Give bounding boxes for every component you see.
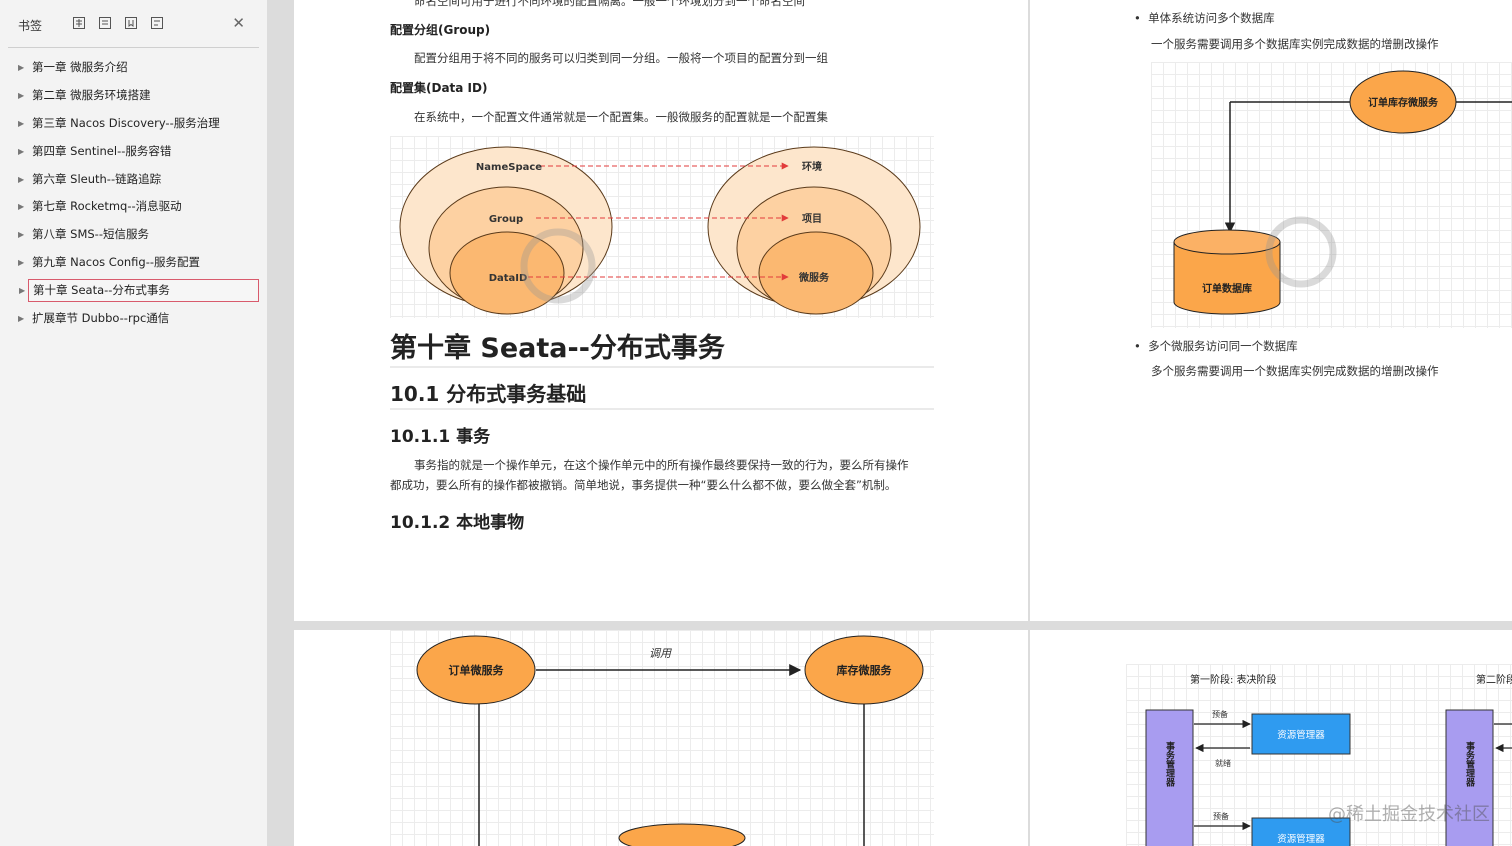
chevron-right-icon[interactable]: ▶: [18, 202, 25, 212]
chapter-title: 第十章 Seata--分布式事务: [390, 333, 725, 364]
chevron-right-icon[interactable]: ▶: [18, 63, 25, 72]
document-viewer[interactable]: 命名空间可用于进行不同环境的配置隔离。一般一个环境划分到一个命名空间 配置分组(…: [268, 0, 1512, 846]
config-diagram-svg: NameSpace Group DataID 环境 项目 微服务: [399, 146, 921, 315]
edge-label: 预备: [1212, 709, 1228, 719]
bullet-label: 单体系统访问多个数据库: [1148, 11, 1275, 25]
document-page: 命名空间可用于进行不同环境的配置隔离。一般一个环境划分到一个命名空间 配置分组(…: [294, 0, 1028, 621]
edge-label: 调用: [649, 647, 672, 660]
node-label: 资源管理器: [1277, 833, 1325, 845]
bookmark-item[interactable]: ▶第八章 SMS--短信服务: [18, 223, 259, 246]
single-system-diagram-svg: 订单库存微服务 订单数据库: [1173, 70, 1512, 315]
bullet-icon: •: [1134, 339, 1149, 353]
bookmark-item[interactable]: ▶第一章 微服务介绍: [18, 56, 259, 79]
diagram-label: DataID: [489, 273, 528, 284]
node-label: 订单微服务: [449, 663, 505, 677]
node-label: 事务管理器: [1164, 740, 1176, 787]
edge-label: 预备: [1213, 811, 1229, 821]
node-label: 库存微服务: [837, 663, 893, 677]
section-heading: 配置集(Data ID): [390, 81, 488, 95]
diagram-label: NameSpace: [476, 162, 542, 173]
bookmark-item[interactable]: ▶第三章 Nacos Discovery--服务治理: [18, 112, 259, 135]
paragraph-text: 都成功，要么所有的操作都被撤销。简单地说，事务提供一种“要么什么都不做，要么做全…: [390, 478, 897, 492]
bookmark-item[interactable]: ▶扩展章节 Dubbo--rpc通信: [18, 307, 259, 330]
document-page: 第一阶段: 表决阶段 第二阶段 事务管理器 资源管理器 资源管理器 预备 就绪 …: [1030, 630, 1512, 846]
bookmark-item[interactable]: ▶第四章 Sentinel--服务容错: [18, 140, 259, 163]
add-bookmark-icon[interactable]: [124, 16, 138, 30]
bookmark-panel: 书签 ✕ ▶第一章 微服务介绍 ▶第二章 微服务环境搭建 ▶第三章 Nacos …: [0, 0, 268, 846]
bullet-icon: •: [1134, 11, 1149, 25]
subsection-title: 10.1.1 事务: [390, 427, 491, 447]
divider: [390, 366, 934, 368]
bookmark-panel-header: 书签 ✕: [8, 0, 259, 48]
bookmark-item[interactable]: ▶第六章 Sleuth--链路追踪: [18, 168, 259, 191]
two-phase-commit-diagram-svg: 第一阶段: 表决阶段 第二阶段 事务管理器 资源管理器 资源管理器 预备 就绪 …: [1145, 673, 1512, 846]
watermark-text: @稀土掘金技术社区: [1328, 804, 1490, 825]
paragraph-text: 一个服务需要调用多个数据库实例完成数据的增删改操作: [1151, 37, 1439, 51]
subsection-title: 10.1.2 本地事物: [390, 513, 525, 533]
service-call-diagram: 订单微服务 库存微服务 调用: [390, 630, 934, 846]
diagram-label: Group: [489, 214, 523, 225]
chevron-right-icon[interactable]: ▶: [19, 286, 26, 296]
close-icon[interactable]: ✕: [232, 14, 245, 32]
two-phase-commit-diagram: 第一阶段: 表决阶段 第二阶段 事务管理器 资源管理器 资源管理器 预备 就绪 …: [1126, 664, 1512, 846]
bullet-text: • 多个微服务访问同一个数据库: [1134, 338, 1298, 354]
bullet-label: 多个微服务访问同一个数据库: [1148, 339, 1298, 353]
paragraph-text: 命名空间可用于进行不同环境的配置隔离。一般一个环境划分到一个命名空间: [414, 0, 805, 8]
divider: [390, 408, 934, 410]
collapse-all-icon[interactable]: [98, 16, 112, 30]
bookmark-item-selected[interactable]: ▶第十章 Seata--分布式事务: [19, 279, 259, 303]
node-label: 订单数据库: [1202, 282, 1252, 295]
watermark-logo-icon: [1265, 216, 1337, 288]
bookmark-item[interactable]: ▶第九章 Nacos Config--服务配置: [18, 251, 259, 274]
chevron-right-icon[interactable]: ▶: [18, 258, 25, 268]
chevron-right-icon[interactable]: ▶: [18, 90, 25, 100]
chevron-right-icon[interactable]: ▶: [18, 118, 25, 128]
chevron-right-icon[interactable]: ▶: [18, 314, 25, 324]
edge-label: 就绪: [1215, 758, 1231, 768]
node-label: 订单库存微服务: [1368, 96, 1439, 109]
service-call-diagram-svg: 订单微服务 库存微服务 调用: [416, 635, 924, 846]
chevron-right-icon[interactable]: ▶: [18, 174, 25, 184]
diagram-label: 项目: [802, 213, 822, 225]
diagram-label: 微服务: [798, 271, 830, 284]
bookmark-panel-title: 书签: [18, 19, 43, 33]
watermark-logo-icon: [520, 228, 596, 304]
config-diagram: NameSpace Group DataID 环境 项目 微服务: [390, 136, 934, 318]
paragraph-text: 配置分组用于将不同的服务可以归类到同一分组。一般将一个项目的配置分到一组: [414, 51, 828, 65]
node-label: 资源管理器: [1277, 729, 1325, 741]
bookmark-settings-icon[interactable]: [150, 16, 164, 30]
chevron-right-icon[interactable]: ▶: [18, 146, 25, 156]
chevron-right-icon[interactable]: ▶: [18, 230, 25, 240]
paragraph-text: 多个服务需要调用一个数据库实例完成数据的增删改操作: [1151, 364, 1439, 378]
phase-label: 第二阶段: [1476, 673, 1512, 686]
bookmark-item[interactable]: ▶第二章 微服务环境搭建: [18, 84, 259, 107]
document-page: • 单体系统访问多个数据库 一个服务需要调用多个数据库实例完成数据的增删改操作 …: [1030, 0, 1512, 621]
section-heading: 配置分组(Group): [390, 23, 491, 37]
diagram-label: 环境: [802, 160, 822, 173]
single-system-diagram: 订单库存微服务 订单数据库: [1151, 62, 1512, 328]
paragraph-text: 在系统中，一个配置文件通常就是一个配置集。一般微服务的配置就是一个配置集: [414, 110, 828, 124]
bullet-text: • 单体系统访问多个数据库: [1134, 10, 1275, 26]
paragraph-text: 事务指的就是一个操作单元，在这个操作单元中的所有操作最终要保持一致的行为，要么所…: [414, 458, 909, 472]
section-title: 10.1 分布式事务基础: [390, 382, 587, 406]
node-label: 事务管理器: [1464, 740, 1476, 787]
expand-all-icon[interactable]: [72, 16, 86, 30]
phase-label: 第一阶段: 表决阶段: [1190, 673, 1277, 686]
document-page: 订单微服务 库存微服务 调用: [294, 630, 1028, 846]
bookmark-list: ▶第一章 微服务介绍 ▶第二章 微服务环境搭建 ▶第三章 Nacos Disco…: [0, 56, 268, 335]
bookmark-item[interactable]: ▶第七章 Rocketmq--消息驱动: [18, 195, 259, 218]
